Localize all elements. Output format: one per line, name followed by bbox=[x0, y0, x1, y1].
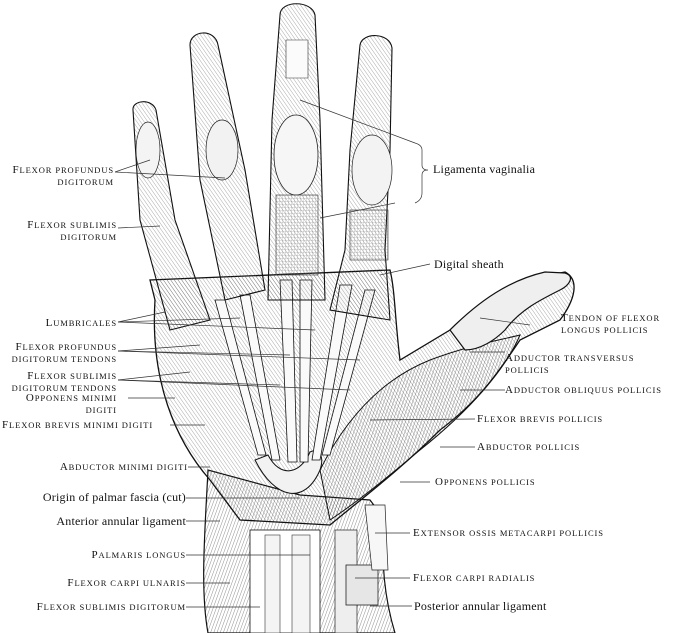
label-abductor-pollicis: Abductor pollicis bbox=[477, 441, 580, 453]
label-line: Flexor carpi ulnaris bbox=[67, 577, 186, 589]
label-line: pollicis bbox=[505, 365, 550, 375]
label-ligamenta-vaginalia: Ligamenta vaginalia bbox=[433, 163, 535, 175]
label-line: digitorum bbox=[60, 232, 117, 242]
label-flexor-carpi-radialis: Flexor carpi radialis bbox=[413, 572, 535, 584]
label-line: Opponens pollicis bbox=[435, 476, 536, 488]
label-opponens-pollicis: Opponens pollicis bbox=[435, 476, 535, 488]
label-line: digitorum tendons bbox=[11, 383, 117, 393]
label-line: Digital sheath bbox=[434, 257, 504, 271]
label-line: Flexor carpi radialis bbox=[413, 572, 536, 584]
label-line: Anterior annular ligament bbox=[56, 514, 186, 528]
label-line: Flexor sublimis bbox=[27, 219, 117, 231]
label-line: Flexor sublimis digitorum bbox=[36, 601, 186, 613]
label-abductor-minimi-digiti: Abductor minimi digiti bbox=[60, 461, 188, 473]
label-lumbricales: Lumbricales bbox=[46, 317, 117, 329]
label-line: Extensor ossis metacarpi pollicis bbox=[413, 527, 604, 539]
label-flexor-brevis-minimi-digiti: Flexor brevis minimi digiti bbox=[2, 419, 153, 431]
label-flexor-sublimis-digitorum-tendons: Flexor sublimis digitorum tendons bbox=[12, 370, 117, 394]
label-line: Abductor pollicis bbox=[477, 441, 581, 453]
label-line: Flexor profundus bbox=[12, 164, 114, 176]
label-flexor-profundus-digitorum-tendons: Flexor profundus digitorum tendons bbox=[12, 341, 117, 365]
label-line: digiti bbox=[85, 405, 117, 415]
label-extensor-ossis-metacarpi-pollicis: Extensor ossis metacarpi pollicis bbox=[413, 527, 604, 539]
label-origin-of-palmar-fascia: Origin of palmar fascia (cut) bbox=[43, 491, 186, 503]
label-line: Posterior annular ligament bbox=[414, 599, 547, 613]
label-flexor-brevis-pollicis: Flexor brevis pollicis bbox=[477, 413, 603, 425]
label-line: Opponens minimi bbox=[25, 392, 117, 404]
label-line: Palmaris longus bbox=[91, 549, 186, 561]
label-line: Flexor profundus bbox=[15, 341, 117, 353]
label-line: Flexor brevis pollicis bbox=[477, 413, 604, 425]
leader-lines bbox=[114, 99, 531, 608]
label-opponens-minimi-digiti: Opponens minimi digiti bbox=[26, 392, 117, 416]
label-posterior-annular-ligament: Posterior annular ligament bbox=[414, 600, 547, 612]
label-anterior-annular-ligament: Anterior annular ligament bbox=[56, 515, 186, 527]
label-flexor-profundus-digitorum: Flexor profundus digitorum bbox=[12, 164, 114, 188]
label-line: Adductor obliquus pollicis bbox=[505, 384, 662, 396]
label-adductor-obliquus-pollicis: Adductor obliquus pollicis bbox=[505, 384, 662, 396]
palm bbox=[149, 269, 575, 526]
label-line: Abductor minimi digiti bbox=[59, 461, 188, 473]
label-adductor-transversus-pollicis: Adductor transversus pollicis bbox=[505, 352, 634, 376]
label-flexor-sublimis-digitorum: Flexor sublimis digitorum bbox=[27, 219, 117, 243]
label-line: digitorum bbox=[57, 177, 114, 187]
label-line: digitorum tendons bbox=[11, 354, 117, 364]
label-line: longus pollicis bbox=[561, 325, 649, 335]
label-digital-sheath: Digital sheath bbox=[434, 258, 504, 270]
label-tendon-of-flexor-longus-pollicis: Tendon of flexor longus pollicis bbox=[561, 312, 660, 336]
label-flexor-sublimis-digitorum-wrist: Flexor sublimis digitorum bbox=[37, 601, 186, 613]
fingers bbox=[132, 3, 393, 331]
label-line: Tendon of flexor bbox=[561, 312, 661, 324]
label-line: Ligamenta vaginalia bbox=[433, 162, 536, 176]
label-flexor-carpi-ulnaris: Flexor carpi ulnaris bbox=[67, 577, 186, 589]
label-line: Lumbricales bbox=[45, 317, 117, 329]
label-line: Flexor sublimis bbox=[27, 370, 117, 382]
label-line: Flexor brevis minimi digiti bbox=[2, 419, 154, 431]
label-line: Adductor transversus bbox=[505, 352, 635, 364]
label-line: Origin of palmar fascia (cut) bbox=[42, 490, 186, 504]
label-palmaris-longus: Palmaris longus bbox=[92, 549, 186, 561]
